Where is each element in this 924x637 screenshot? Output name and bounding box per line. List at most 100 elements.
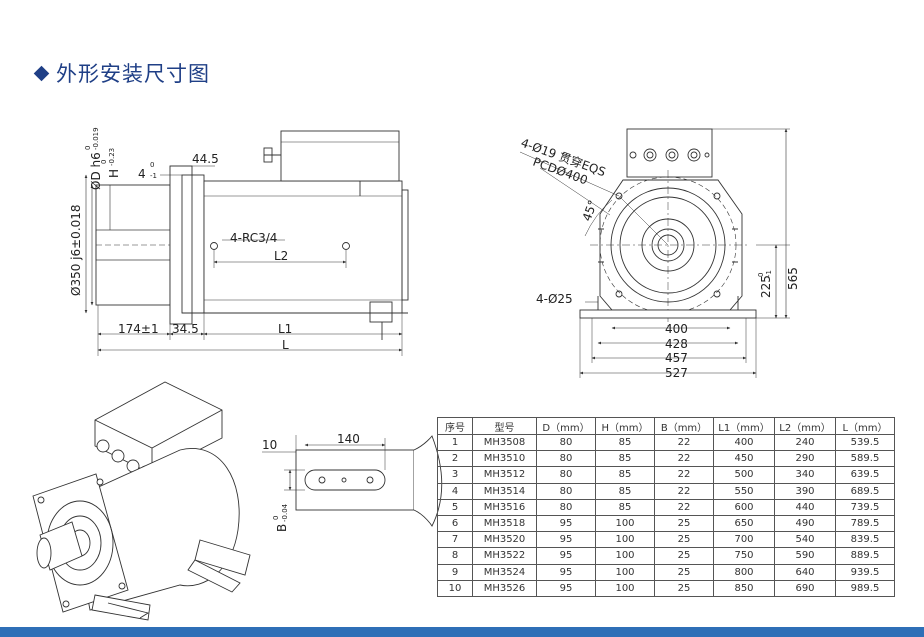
cell-index: 1 (437, 433, 473, 452)
cell-h: 100 (595, 547, 655, 565)
cell-l1: 750 (713, 547, 775, 565)
cell-h: 100 (595, 514, 655, 533)
key-detail-drawing (262, 435, 443, 527)
cell-l2: 490 (774, 514, 836, 533)
key-detail-labels: 10 140 B 0 -0.04 (262, 432, 360, 532)
dim-44-5: 44.5 (192, 152, 219, 166)
shaft-dia-tol-lower: -0.019 (92, 127, 100, 150)
l1-label: L1 (278, 322, 292, 336)
cell-b: 22 (654, 482, 714, 500)
cell-d: 80 (536, 450, 596, 468)
cell-l: 589.5 (835, 450, 895, 468)
l-label: L (282, 338, 289, 352)
cell-h: 85 (595, 450, 655, 468)
cell-index: 4 (437, 482, 473, 500)
dim-10-label: 10 (262, 438, 277, 452)
flange-step-tol-lower: -1 (150, 172, 157, 180)
b-tol-upper: 0 (272, 516, 280, 520)
width-457-label: 457 (665, 351, 688, 365)
dimension-spec-table: 序号 型号 D（mm） H（mm） B（mm） L1（mm） L2（mm） L（… (437, 417, 895, 597)
cell-index: 7 (437, 531, 473, 549)
cell-d: 95 (536, 563, 596, 581)
header-l: L（mm） (835, 417, 895, 435)
dim-174-label: 174±1 (118, 322, 159, 336)
footer-bar (0, 627, 924, 637)
cell-d: 80 (536, 482, 596, 500)
cell-model: MH3520 (472, 531, 537, 549)
dim-34-5-label: 34.5 (172, 322, 199, 336)
cell-index: 9 (437, 563, 473, 581)
cell-index: 8 (437, 547, 473, 565)
cell-model: MH3508 (472, 433, 537, 452)
tap-label: 4-RC3/4 (230, 231, 277, 245)
height-565-label: 565 (786, 267, 800, 290)
cell-l2: 390 (774, 482, 836, 500)
width-527-label: 527 (665, 366, 688, 380)
header-model: 型号 (472, 417, 537, 435)
cell-model: MH3522 (472, 547, 537, 565)
cell-b: 25 (654, 579, 714, 597)
header-d: D（mm） (536, 417, 596, 435)
cell-d: 95 (536, 547, 596, 565)
header-l2: L2（mm） (774, 417, 836, 435)
cell-index: 3 (437, 466, 473, 484)
cell-h: 85 (595, 498, 655, 516)
cell-l1: 550 (713, 482, 775, 500)
cell-l1: 700 (713, 531, 775, 549)
header-l1: L1（mm） (713, 417, 775, 435)
cell-l2: 640 (774, 563, 836, 581)
cell-model: MH3524 (472, 563, 537, 581)
cell-l: 989.5 (835, 579, 895, 597)
cell-l: 839.5 (835, 531, 895, 549)
flange-step-label: 4 (138, 167, 146, 181)
cell-l1: 850 (713, 579, 775, 597)
flange-step-tol-upper: 0 (150, 161, 154, 169)
cell-d: 95 (536, 514, 596, 533)
cell-b: 25 (654, 547, 714, 565)
cell-l1: 450 (713, 450, 775, 468)
cell-index: 6 (437, 514, 473, 533)
cell-index: 10 (437, 579, 473, 597)
cell-h: 85 (595, 433, 655, 452)
foot-holes-label: 4-Ø25 (536, 292, 573, 306)
shaft-dia-label: ØD h6 (89, 152, 103, 190)
key-h-label: H (107, 169, 121, 178)
table-header-row: 序号 型号 D（mm） H（mm） B（mm） L1（mm） L2（mm） L（… (437, 417, 895, 435)
cell-b: 22 (654, 450, 714, 468)
cell-model: MH3516 (472, 498, 537, 516)
width-428-label: 428 (665, 337, 688, 351)
key-h-tol-upper: 0 (100, 160, 108, 164)
motor-isometric-illustration (32, 381, 251, 621)
spigot-label: Ø350 j6±0.018 (69, 204, 83, 296)
cell-l: 689.5 (835, 482, 895, 500)
cell-index: 5 (437, 498, 473, 516)
width-400-label: 400 (665, 322, 688, 336)
section-heading: 外形安装尺寸图 (33, 58, 210, 88)
cell-l2: 590 (774, 547, 836, 565)
cell-h: 85 (595, 466, 655, 484)
cell-l2: 440 (774, 498, 836, 516)
cell-model: MH3512 (472, 466, 537, 484)
cell-index: 2 (437, 450, 473, 468)
cell-l1: 650 (713, 514, 775, 533)
cell-d: 95 (536, 531, 596, 549)
b-label: B (275, 524, 289, 532)
cell-model: MH3514 (472, 482, 537, 500)
cell-h: 85 (595, 482, 655, 500)
cell-d: 80 (536, 498, 596, 516)
cell-b: 22 (654, 433, 714, 452)
cell-h: 100 (595, 579, 655, 597)
header-index: 序号 (437, 417, 473, 435)
cell-h: 100 (595, 531, 655, 549)
header-b: B（mm） (654, 417, 714, 435)
cell-b: 22 (654, 466, 714, 484)
